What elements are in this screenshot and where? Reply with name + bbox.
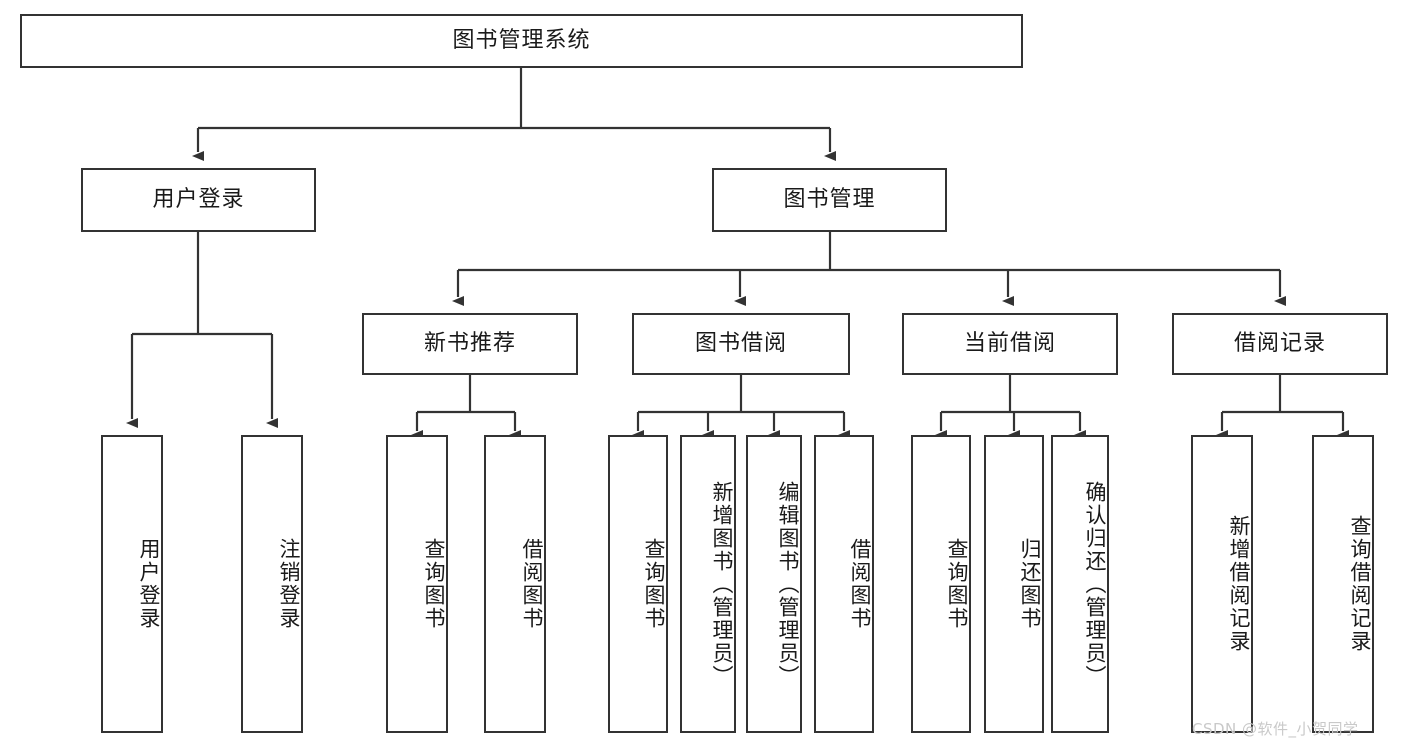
node-book-borrow[interactable]: 图书借阅 [632,313,850,375]
node-borrow-record-label: 借阅记录 [1233,330,1326,356]
node-leaf-edit-book[interactable]: 编辑图书（管理员） [746,435,802,733]
node-leaf-confirm-return-label: 确认归还（管理员） [1083,480,1107,688]
node-leaf-borrow-book-2-label: 借阅图书 [848,538,872,630]
node-book-manage[interactable]: 图书管理 [712,168,947,232]
node-new-book-rec-label: 新书推荐 [423,330,516,356]
csdn-watermark: CSDN @软件_小贺同学 [1192,720,1359,738]
node-leaf-query-book-1-label: 查询图书 [422,538,446,630]
node-root-label: 图书管理系统 [452,27,591,53]
node-leaf-logout-label: 注销登录 [277,538,301,630]
node-leaf-return-book[interactable]: 归还图书 [984,435,1044,733]
node-current-borrow-label: 当前借阅 [963,330,1056,356]
node-leaf-query-record-label: 查询借阅记录 [1348,515,1372,653]
node-leaf-query-book-3[interactable]: 查询图书 [911,435,971,733]
node-leaf-edit-book-label: 编辑图书（管理员） [776,480,800,688]
node-book-borrow-label: 图书借阅 [694,330,787,356]
node-leaf-query-book-3-label: 查询图书 [945,538,969,630]
node-user-login[interactable]: 用户登录 [81,168,316,232]
node-leaf-confirm-return[interactable]: 确认归还（管理员） [1051,435,1109,733]
node-leaf-add-book-label: 新增图书（管理员） [710,480,734,688]
node-borrow-record[interactable]: 借阅记录 [1172,313,1388,375]
node-leaf-add-book[interactable]: 新增图书（管理员） [680,435,736,733]
node-leaf-return-book-label: 归还图书 [1018,538,1042,630]
node-root[interactable]: 图书管理系统 [20,14,1023,68]
node-leaf-query-book-2-label: 查询图书 [642,538,666,630]
node-leaf-borrow-book-1-label: 借阅图书 [520,538,544,630]
node-book-manage-label: 图书管理 [783,186,876,212]
node-leaf-user-login-label: 用户登录 [137,538,161,630]
node-leaf-borrow-book-2[interactable]: 借阅图书 [814,435,874,733]
node-user-login-label: 用户登录 [152,186,245,212]
node-leaf-logout[interactable]: 注销登录 [241,435,303,733]
node-leaf-add-record-label: 新增借阅记录 [1227,515,1251,653]
node-leaf-query-book-1[interactable]: 查询图书 [386,435,448,733]
node-leaf-query-book-2[interactable]: 查询图书 [608,435,668,733]
node-leaf-user-login[interactable]: 用户登录 [101,435,163,733]
node-new-book-rec[interactable]: 新书推荐 [362,313,578,375]
node-current-borrow[interactable]: 当前借阅 [902,313,1118,375]
node-leaf-query-record[interactable]: 查询借阅记录 [1312,435,1374,733]
node-leaf-add-record[interactable]: 新增借阅记录 [1191,435,1253,733]
node-leaf-borrow-book-1[interactable]: 借阅图书 [484,435,546,733]
